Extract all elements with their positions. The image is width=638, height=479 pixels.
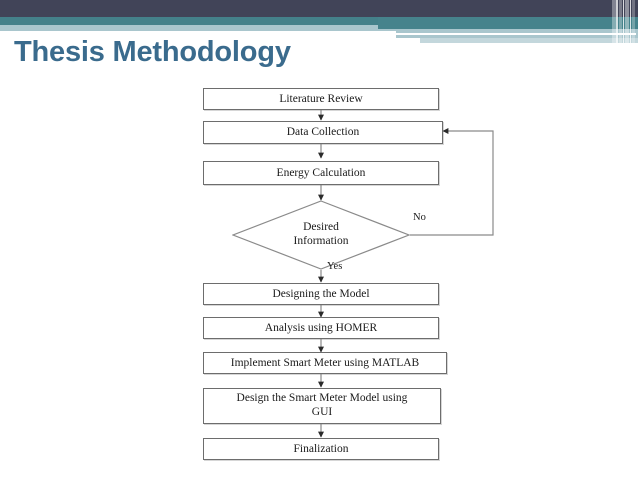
flow-node-analysis-using-homer[interactable]: Analysis using HOMER xyxy=(203,317,439,339)
header-stripe-2 xyxy=(619,0,622,49)
header-stripe-white-2 xyxy=(623,0,624,49)
flow-node-label: Analysis using HOMER xyxy=(264,321,378,334)
flow-node-desired-information[interactable] xyxy=(232,200,410,270)
flow-node-finalization[interactable]: Finalization xyxy=(203,438,439,460)
header-stripe-1 xyxy=(612,0,616,49)
flow-edge-label-yes: Yes xyxy=(327,261,343,272)
flow-node-label: Designing the Model xyxy=(272,287,370,300)
flow-node-desired-information-label: Desired Information xyxy=(232,220,410,248)
flow-node-label-line2: Information xyxy=(293,235,349,248)
header-band-pale-lower xyxy=(420,38,638,43)
flow-edge-label-no: No xyxy=(413,212,426,223)
flow-node-data-collection[interactable]: Data Collection xyxy=(203,121,443,144)
header-gap-white-upper xyxy=(0,31,396,43)
flow-node-designing-the-model[interactable]: Designing the Model xyxy=(203,283,439,305)
header-gap-white-lower xyxy=(0,43,638,49)
flow-node-literature-review[interactable]: Literature Review xyxy=(203,88,439,110)
header-band-pale-left xyxy=(0,25,378,31)
flow-node-label: Implement Smart Meter using MATLAB xyxy=(230,356,420,369)
header-stripe-white-3 xyxy=(630,0,631,49)
slide-title: Thesis Methodology xyxy=(14,36,291,68)
flow-node-label-line1: Design the Smart Meter Model using xyxy=(236,392,408,405)
flow-node-label-line1: Desired xyxy=(303,221,339,233)
flow-node-label: Literature Review xyxy=(279,92,363,105)
header-band-teal-left xyxy=(0,17,378,25)
flow-node-label: Energy Calculation xyxy=(276,166,366,179)
header-stripe-white-1 xyxy=(616,0,618,49)
header-band-teal-right xyxy=(378,17,638,29)
flow-node-energy-calculation[interactable]: Energy Calculation xyxy=(203,161,439,185)
header-stripe-3 xyxy=(625,0,629,49)
flow-node-design-smart-meter-gui[interactable]: Design the Smart Meter Model using GUI xyxy=(203,388,441,424)
flow-node-implement-smart-meter[interactable]: Implement Smart Meter using MATLAB xyxy=(203,352,447,374)
header-band-dark xyxy=(0,0,638,17)
flow-node-label-line2: GUI xyxy=(311,406,333,418)
header-accent-line xyxy=(386,33,636,35)
flow-node-label: Finalization xyxy=(293,442,349,455)
header-stripe-4 xyxy=(632,0,635,49)
flow-node-label: Data Collection xyxy=(286,126,360,139)
